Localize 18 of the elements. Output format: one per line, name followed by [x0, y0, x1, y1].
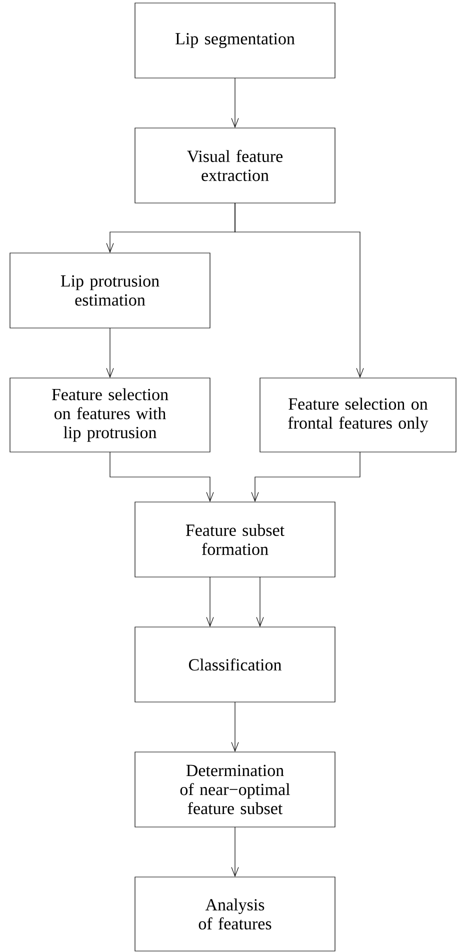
- process-box: Feature subset formation: [134, 502, 336, 578]
- arrow: [106, 328, 114, 378]
- process-box: Classification: [134, 626, 336, 702]
- process-box: Determination of near−optimal feature subset: [134, 752, 336, 828]
- arrow: [110, 452, 214, 502]
- process-box: Visual feature extraction: [134, 128, 336, 204]
- arrow: [231, 702, 239, 752]
- process-box: Feature selection on features with lip protrusion: [10, 378, 210, 452]
- arrow: [234, 202, 364, 378]
- process-box: Lip segmentation: [134, 2, 336, 78]
- arrow: [206, 576, 214, 627]
- arrow: [231, 78, 239, 128]
- process-box: Analysis of features: [134, 876, 336, 952]
- process-box: Feature selection on frontal features only: [260, 378, 456, 452]
- arrow: [251, 452, 360, 502]
- arrow: [231, 826, 239, 877]
- process-box: Lip protrusion estimation: [10, 252, 210, 328]
- arrow: [256, 576, 264, 627]
